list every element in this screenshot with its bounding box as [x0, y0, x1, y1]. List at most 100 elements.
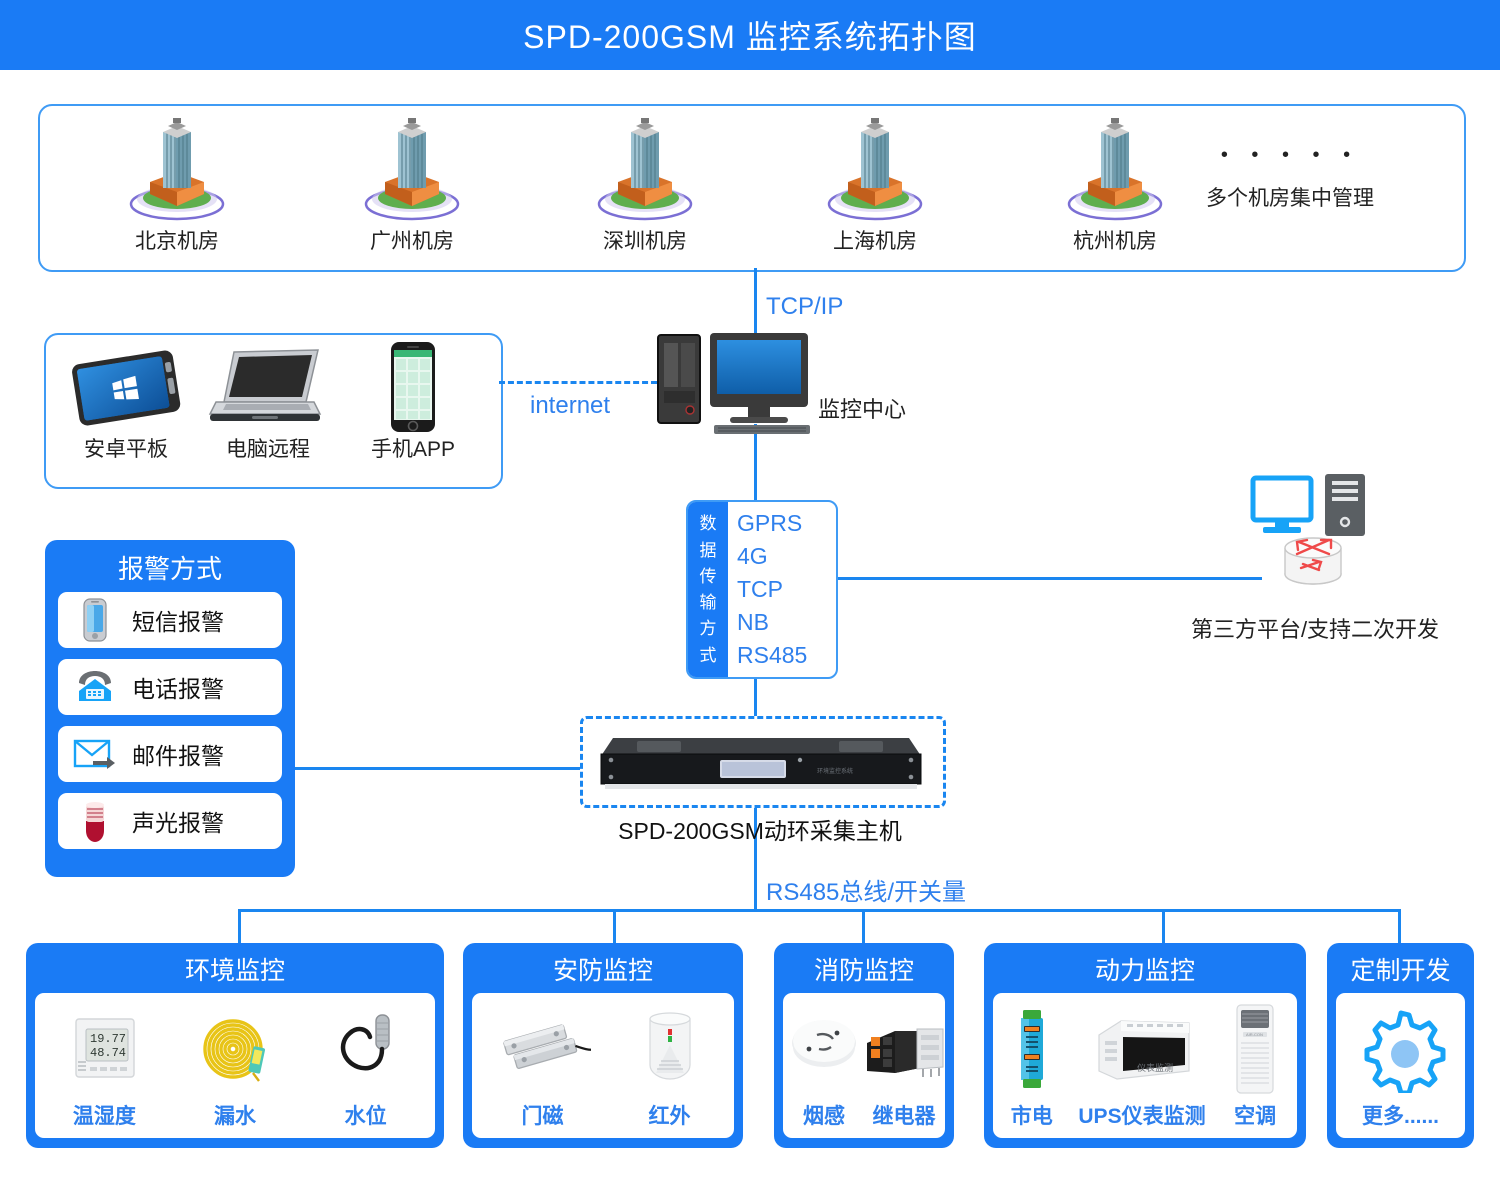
machine-room-item[interactable]: 深圳机房	[570, 116, 720, 255]
sensor-label: 烟感	[803, 1105, 845, 1128]
bus-drop-2	[613, 909, 616, 943]
sensor-item[interactable]: 更多......	[1355, 1003, 1447, 1130]
sensor-item[interactable]: 漏水	[193, 1003, 277, 1130]
sensor-label: 继电器	[872, 1105, 936, 1128]
sensor-item[interactable]: 继电器	[861, 1003, 947, 1130]
category-panel-power: 动力监控	[984, 943, 1306, 1148]
link-center-to-databox	[754, 424, 757, 502]
host-device-box[interactable]: 环境监控系统	[580, 716, 946, 808]
category-body: 市电 仪表监测	[993, 993, 1297, 1138]
sensor-item[interactable]: 水位	[324, 1003, 408, 1130]
third-party-platform-icons	[1245, 470, 1385, 600]
machine-room-item[interactable]: 上海机房	[800, 116, 950, 255]
category-panel-environment: 环境监控 19.77 48.74	[26, 943, 444, 1148]
category-panel-custom: 定制开发 更多......	[1327, 943, 1474, 1148]
category-title: 环境监控	[184, 957, 285, 985]
alarm-item-phone[interactable]: 电话报警	[58, 659, 282, 715]
alarm-item-siren[interactable]: 声光报警	[58, 793, 282, 849]
tablet-icon	[56, 343, 196, 431]
side-char: 方	[699, 619, 717, 639]
sensor-item[interactable]: 烟感	[787, 1003, 861, 1130]
remote-access-panel: 安卓平板 电脑远程	[44, 333, 503, 489]
alarm-item-email[interactable]: 邮件报警	[58, 726, 282, 782]
third-party-platform-label: 第三方平台/支持二次开发	[1190, 617, 1440, 642]
category-body: 门磁 红外	[472, 993, 734, 1138]
alarm-item-label: 短信报警	[132, 609, 224, 635]
alarm-methods-panel: 报警方式 短信报警	[45, 540, 295, 877]
transmission-method: RS485	[737, 642, 808, 668]
link-alarm-to-host	[295, 767, 583, 770]
machine-room-label: 上海机房	[833, 230, 917, 253]
machine-room-item[interactable]: 北京机房	[102, 116, 252, 255]
side-char: 传	[699, 566, 717, 586]
remote-device-label: 电脑远程	[226, 438, 310, 461]
remote-device-label: 手机APP	[370, 438, 456, 461]
sensor-label: 更多......	[1361, 1105, 1439, 1128]
machine-rooms-panel: 北京机房	[38, 104, 1466, 272]
alarm-item-sms[interactable]: 短信报警	[58, 592, 282, 648]
transmission-method: NB	[737, 609, 769, 635]
building-icon	[800, 116, 950, 221]
side-char: 据	[699, 540, 717, 560]
side-char: 式	[699, 645, 717, 665]
ups-meter-icon: 仪表监测	[1078, 1003, 1205, 1095]
machine-room-item[interactable]: 广州机房	[337, 116, 487, 255]
svg-text:AIR-CON: AIR-CON	[1246, 1032, 1263, 1037]
machine-room-item[interactable]: 杭州机房	[1040, 116, 1190, 255]
sensor-label: 门磁	[521, 1105, 564, 1128]
more-rooms-note: • • • • • 多个机房集中管理	[1160, 145, 1420, 212]
temp-humidity-sensor-icon: 19.77 48.74	[62, 1003, 146, 1095]
bus-drop-5	[1398, 909, 1401, 943]
sensor-label: 红外	[648, 1105, 691, 1128]
transmission-method: 4G	[737, 543, 768, 569]
remote-device-item[interactable]: 手机APP	[343, 342, 483, 463]
sensor-item[interactable]: 红外	[628, 1003, 712, 1130]
sensor-label: 市电	[1010, 1105, 1053, 1128]
sensor-item[interactable]: 仪表监测 UPS仪表监测	[1078, 1003, 1206, 1130]
link-tcpip-label: TCP/IP	[766, 293, 844, 320]
transmission-method: GPRS	[737, 510, 803, 536]
category-body: 烟感	[783, 993, 945, 1138]
host-device-label: SPD-200GSM动环采集主机	[618, 818, 902, 844]
machine-room-label: 北京机房	[135, 230, 219, 253]
side-char: 数	[699, 514, 717, 534]
data-transmission-box: 数 据 传 输 方 式 GPRS 4G TCP NB RS485	[686, 500, 838, 679]
gear-icon	[1355, 1003, 1447, 1095]
sensor-item[interactable]: 19.77 48.74 温湿度	[62, 1003, 146, 1130]
remote-device-item[interactable]: 安卓平板	[56, 343, 196, 463]
sensor-item[interactable]: AIR-CON 空调	[1229, 1003, 1281, 1130]
alarm-item-label: 声光报警	[132, 810, 224, 836]
remote-device-item[interactable]: 电脑远程	[198, 343, 338, 463]
data-transmission-methods: GPRS 4G TCP NB RS485	[728, 502, 836, 677]
sensor-label: 漏水	[213, 1105, 256, 1128]
building-icon	[102, 116, 252, 221]
power-module-icon	[1009, 1003, 1055, 1095]
building-icon	[337, 116, 487, 221]
email-icon	[70, 731, 120, 777]
link-host-to-bus	[754, 802, 757, 910]
machine-room-label: 深圳机房	[603, 230, 687, 253]
sensor-label: 空调	[1234, 1105, 1277, 1128]
svg-text:19.77: 19.77	[90, 1032, 126, 1046]
svg-text:环境监控系统: 环境监控系统	[817, 767, 853, 775]
link-internet-label: internet	[530, 392, 611, 419]
water-level-probe-icon	[324, 1003, 408, 1095]
machine-room-label: 广州机房	[370, 230, 454, 253]
bus-drop-3	[862, 909, 865, 943]
building-icon	[570, 116, 720, 221]
alarm-panel-title: 报警方式	[117, 554, 222, 584]
monitor-center-label: 监控中心	[818, 397, 907, 422]
link-databox-to-host	[754, 675, 757, 718]
air-conditioner-icon: AIR-CON	[1229, 1003, 1281, 1095]
sensor-label: UPS仪表监测	[1078, 1105, 1206, 1128]
telephone-icon	[70, 664, 120, 710]
monitor-center-icon	[652, 325, 832, 435]
sensor-item[interactable]: 市电	[1009, 1003, 1055, 1130]
sensor-item[interactable]: 门磁	[495, 1003, 591, 1130]
transmission-method: TCP	[737, 576, 783, 602]
svg-text:仪表监测: 仪表监测	[1137, 1062, 1173, 1073]
machine-room-label: 杭州机房	[1073, 230, 1157, 253]
category-title: 消防监控	[813, 957, 914, 985]
more-rooms-label: 多个机房集中管理	[1206, 187, 1374, 210]
